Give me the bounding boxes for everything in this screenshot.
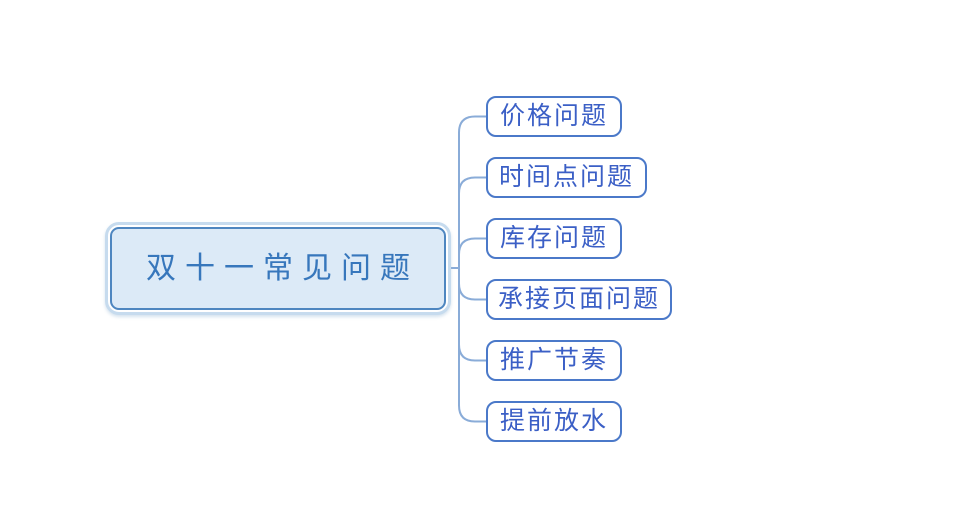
connector-line [458, 267, 487, 301]
root-topic-inner: 双十一常见问题 [110, 227, 446, 310]
subtopic-node-timing[interactable]: 时间点问题 [486, 157, 647, 198]
subtopic-node-price[interactable]: 价格问题 [486, 96, 622, 137]
root-topic-label: 双十一常见问题 [146, 251, 419, 285]
subtopic-label: 库存问题 [499, 225, 608, 252]
subtopic-label: 时间点问题 [498, 164, 634, 191]
connector-line [458, 267, 487, 423]
connector-line [458, 176, 487, 269]
subtopic-label: 推广节奏 [499, 347, 608, 374]
connector-line [458, 237, 487, 269]
subtopic-node-landing-page[interactable]: 承接页面问题 [486, 279, 672, 320]
subtopic-node-promotion-rhythm[interactable]: 推广节奏 [486, 340, 622, 381]
connector-line [458, 115, 487, 269]
subtopic-node-early-release[interactable]: 提前放水 [486, 401, 622, 442]
subtopic-label: 承接页面问题 [497, 286, 660, 313]
subtopic-node-inventory[interactable]: 库存问题 [486, 218, 622, 259]
subtopic-label: 提前放水 [499, 408, 608, 435]
root-topic-node[interactable]: 双十一常见问题 [105, 222, 451, 315]
subtopic-label: 价格问题 [499, 103, 608, 130]
connector-line [458, 267, 487, 362]
